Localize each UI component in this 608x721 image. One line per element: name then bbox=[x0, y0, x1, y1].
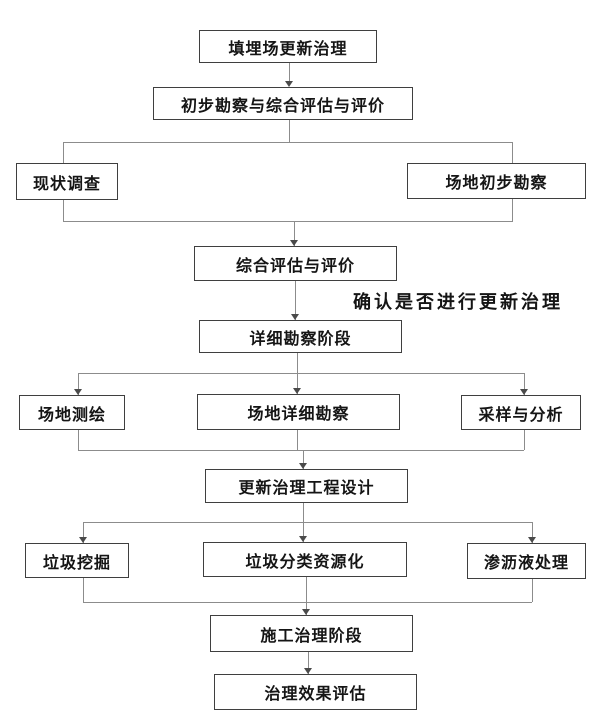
node-comprehensive-eval: 综合评估与评价 bbox=[194, 246, 397, 281]
flow-line bbox=[303, 522, 304, 542]
flow-line bbox=[289, 63, 290, 85]
node-waste-excavation: 垃圾挖掘 bbox=[25, 543, 129, 578]
flow-line bbox=[294, 221, 295, 246]
node-leachate-treatment: 渗沥液处理 bbox=[467, 543, 586, 579]
flow-line bbox=[83, 602, 532, 603]
flow-line bbox=[78, 450, 524, 451]
flow-line bbox=[297, 430, 298, 450]
flow-line bbox=[512, 142, 513, 163]
arrow-down-icon bbox=[74, 389, 82, 395]
arrow-down-icon bbox=[520, 389, 528, 395]
flow-line bbox=[308, 652, 309, 674]
arrow-down-icon bbox=[299, 463, 307, 469]
arrow-down-icon bbox=[285, 81, 293, 87]
arrow-down-icon bbox=[304, 668, 312, 674]
flow-line bbox=[306, 602, 307, 615]
decision-annotation: 确认是否进行更新治理 bbox=[353, 292, 563, 312]
arrow-down-icon bbox=[290, 240, 298, 246]
node-status-investigation: 现状调查 bbox=[16, 163, 118, 200]
node-construction-stage: 施工治理阶段 bbox=[210, 615, 413, 652]
flow-line bbox=[303, 503, 304, 522]
node-landfill-renewal: 填埋场更新治理 bbox=[199, 30, 377, 63]
node-site-detailed-survey: 场地详细勘察 bbox=[197, 394, 400, 430]
arrow-down-icon bbox=[299, 536, 307, 542]
flow-line bbox=[532, 579, 533, 602]
flow-line bbox=[297, 353, 298, 373]
node-waste-sorting: 垃圾分类资源化 bbox=[203, 542, 407, 577]
flow-line bbox=[532, 522, 533, 543]
node-site-mapping: 场地测绘 bbox=[19, 395, 125, 430]
flow-line bbox=[524, 373, 525, 395]
arrow-down-icon bbox=[293, 388, 301, 394]
flow-line bbox=[63, 142, 64, 163]
flow-line bbox=[63, 200, 64, 221]
flow-line bbox=[297, 373, 298, 394]
flow-line bbox=[295, 281, 296, 320]
flow-line bbox=[78, 373, 79, 395]
flow-line bbox=[63, 142, 513, 143]
node-effect-evaluation: 治理效果评估 bbox=[214, 674, 417, 710]
flow-line bbox=[63, 221, 513, 222]
flow-line bbox=[78, 373, 524, 374]
flow-line bbox=[83, 522, 532, 523]
flow-line bbox=[524, 430, 525, 450]
arrow-down-icon bbox=[291, 314, 299, 320]
flow-line bbox=[512, 199, 513, 221]
flow-line bbox=[306, 577, 307, 602]
node-detailed-survey-stage: 详细勘察阶段 bbox=[199, 320, 402, 353]
arrow-down-icon bbox=[302, 609, 310, 615]
flow-line bbox=[83, 522, 84, 543]
flow-line bbox=[83, 578, 84, 602]
node-preliminary-survey-eval: 初步勘察与综合评估与评价 bbox=[153, 87, 413, 120]
flow-line bbox=[289, 120, 290, 142]
node-sampling-analysis: 采样与分析 bbox=[461, 395, 581, 430]
node-site-preliminary-survey: 场地初步勘察 bbox=[407, 163, 586, 199]
flow-line bbox=[303, 450, 304, 469]
node-renewal-design: 更新治理工程设计 bbox=[205, 469, 408, 503]
flow-line bbox=[78, 430, 79, 450]
arrow-down-icon bbox=[79, 537, 87, 543]
arrow-down-icon bbox=[528, 537, 536, 543]
